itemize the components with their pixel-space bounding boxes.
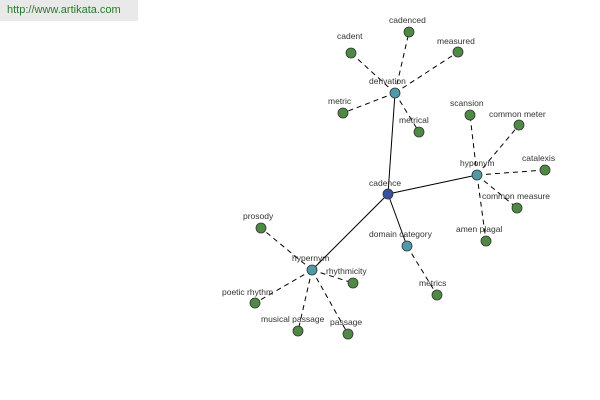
leaf-label-metric[interactable]: metric xyxy=(328,96,352,106)
root-node-cadence[interactable] xyxy=(382,188,394,200)
edge-derivation-metrical xyxy=(394,92,420,133)
edge-cadence-hyponym xyxy=(387,174,478,195)
leaf-node-rhythmicity[interactable] xyxy=(347,277,359,289)
edge-cadence-hypernym xyxy=(311,193,389,271)
leaf-label-rhythmicity[interactable]: rhythmicity xyxy=(326,266,367,276)
hub-node-domain-category[interactable] xyxy=(401,240,413,252)
leaf-node-passage[interactable] xyxy=(342,328,354,340)
edge-hypernym-prosody xyxy=(260,227,313,271)
hub-label-hyponym[interactable]: hyponym xyxy=(460,158,495,168)
leaf-label-common-measure[interactable]: common measure xyxy=(482,191,550,201)
leaf-node-catalexis[interactable] xyxy=(539,164,551,176)
leaf-label-metrical[interactable]: metrical xyxy=(399,115,429,125)
leaf-label-measured[interactable]: measured xyxy=(437,36,475,46)
leaf-node-scansion[interactable] xyxy=(464,109,476,121)
edge-hyponym-common-meter xyxy=(476,124,520,176)
leaf-node-measured[interactable] xyxy=(452,46,464,58)
leaf-node-metrical[interactable] xyxy=(413,126,425,138)
leaf-label-amen-plagal[interactable]: amen plagal xyxy=(456,224,502,234)
hub-label-domain-category[interactable]: domain category xyxy=(369,229,433,239)
leaf-label-musical-passage[interactable]: musical passage xyxy=(261,314,325,324)
credit-link[interactable]: http://www.artikata.com xyxy=(0,0,138,21)
leaf-node-amen-plagal[interactable] xyxy=(480,235,492,247)
edge-domain-category-metrics xyxy=(406,245,438,296)
graph-labels: cadent cadenced measured metric metrical scan… xyxy=(222,15,555,327)
leaf-node-poetic-rhythm[interactable] xyxy=(249,297,261,309)
edge-hypernym-passage xyxy=(311,269,349,335)
leaf-node-common-meter[interactable] xyxy=(513,119,525,131)
leaf-node-musical-passage[interactable] xyxy=(292,325,304,337)
edge-derivation-measured xyxy=(394,51,459,94)
edge-hypernym-rhythmicity xyxy=(311,269,354,284)
leaf-node-cadenced[interactable] xyxy=(403,26,415,38)
edge-derivation-cadent xyxy=(350,52,396,94)
graph-edges xyxy=(254,31,546,335)
edge-hyponym-amen-plagal xyxy=(476,174,487,242)
leaf-label-cadent[interactable]: cadent xyxy=(337,31,363,41)
leaf-node-prosody[interactable] xyxy=(255,222,267,234)
leaf-node-common-measure[interactable] xyxy=(511,202,523,214)
leaf-label-prosody[interactable]: prosody xyxy=(243,211,274,221)
leaf-node-metrics[interactable] xyxy=(431,289,443,301)
leaf-label-common-meter[interactable]: common meter xyxy=(489,109,546,119)
edge-derivation-cadenced xyxy=(394,31,410,94)
leaf-label-poetic-rhythm[interactable]: poetic rhythm xyxy=(222,287,273,297)
root-label-cadence[interactable]: cadence xyxy=(369,178,401,188)
edge-hypernym-poetic-rhythm xyxy=(254,269,313,304)
hub-label-hypernym[interactable]: hypernym xyxy=(292,253,329,263)
edge-cadence-derivation xyxy=(387,92,396,195)
leaf-label-scansion[interactable]: scansion xyxy=(450,98,484,108)
leaf-node-metric[interactable] xyxy=(337,107,349,119)
hub-node-hypernym[interactable] xyxy=(306,264,318,276)
leaf-node-cadent[interactable] xyxy=(345,47,357,59)
graph-nodes xyxy=(249,26,551,340)
leaf-label-cadenced[interactable]: cadenced xyxy=(389,15,426,25)
hub-node-derivation[interactable] xyxy=(389,87,401,99)
leaf-label-passage[interactable]: passage xyxy=(330,317,362,327)
edge-hyponym-catalexis xyxy=(476,169,546,176)
edge-derivation-metric xyxy=(342,92,396,114)
leaf-label-catalexis[interactable]: catalexis xyxy=(522,153,555,163)
leaf-label-metrics[interactable]: metrics xyxy=(419,278,446,288)
edge-hyponym-scansion xyxy=(469,114,478,176)
edge-cadence-domain-category xyxy=(387,193,408,247)
hub-label-derivation[interactable]: derivation xyxy=(369,76,406,86)
hub-node-hyponym[interactable] xyxy=(471,169,483,181)
edge-hypernym-musical-passage xyxy=(297,269,313,332)
